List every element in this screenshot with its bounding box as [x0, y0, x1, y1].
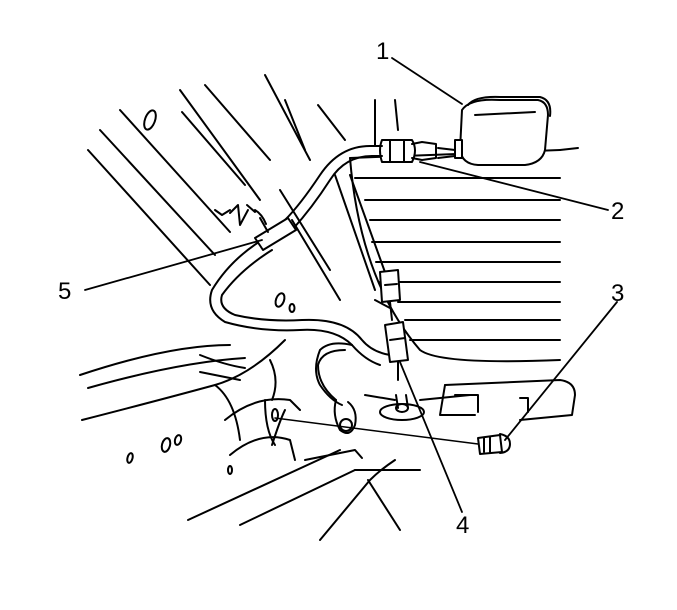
callout-1: 1 — [376, 38, 390, 65]
ring-terminal — [333, 399, 357, 435]
callout-4: 4 — [456, 512, 470, 539]
lower-body-lines — [79, 299, 576, 541]
harness-clip — [214, 204, 297, 251]
wiring-harness — [209, 144, 391, 406]
mirror-connector — [371, 139, 437, 163]
leader-lines — [84, 57, 618, 513]
mirror-assembly — [437, 95, 552, 166]
callout-5: 5 — [58, 278, 72, 305]
rear-window — [349, 147, 579, 363]
ground-stud — [379, 394, 425, 421]
callout-2: 2 — [611, 198, 625, 225]
body-panel-lines — [87, 74, 399, 301]
panel-holes — [126, 109, 296, 475]
bolt — [477, 433, 511, 455]
callout-3: 3 — [611, 280, 625, 307]
ground-connectors — [379, 269, 409, 381]
bolt-axis-line — [274, 417, 479, 445]
